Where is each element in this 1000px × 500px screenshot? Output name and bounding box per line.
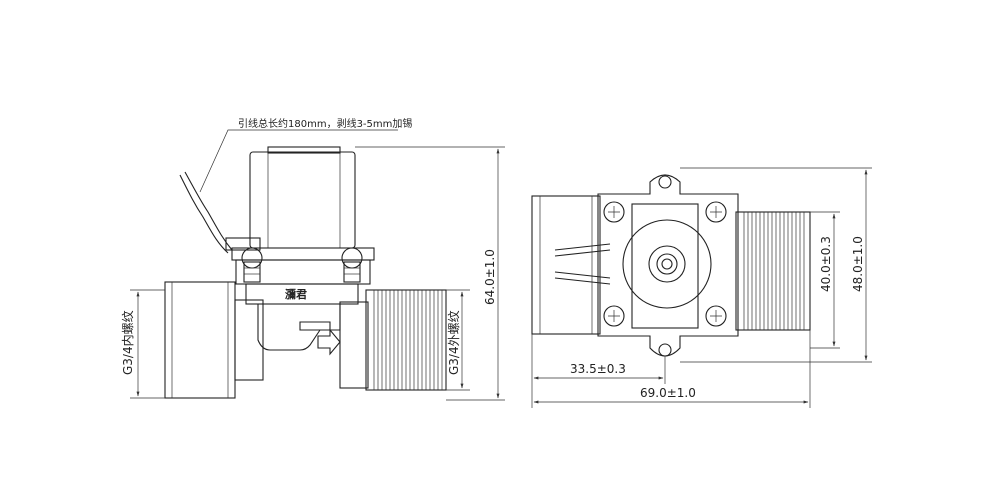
top-horizontal-dims bbox=[531, 330, 811, 408]
width-outer-dim-label: 48.0±1.0 bbox=[851, 236, 865, 292]
top-left-port bbox=[531, 195, 601, 335]
flow-arrow-icon bbox=[317, 328, 341, 356]
right-port bbox=[339, 289, 447, 391]
mounting-plate bbox=[231, 247, 375, 305]
side-view: 引线总长约180mm，剥线3-5mm加锡 瀰君 bbox=[121, 117, 505, 401]
top-view: 40.0±0.3 48.0±1.0 33.5±0.3 69.0±1.0 bbox=[531, 167, 872, 408]
left-port-dim bbox=[130, 289, 165, 399]
top-lead-wires bbox=[554, 243, 611, 285]
solenoid-coil bbox=[249, 146, 356, 249]
valve-body bbox=[257, 304, 341, 356]
lead-wire-note: 引线总长约180mm，剥线3-5mm加锡 bbox=[238, 117, 412, 130]
note-leader bbox=[199, 129, 398, 193]
right-port-label: G3/4外螺纹 bbox=[447, 310, 461, 375]
corner-screws bbox=[603, 201, 727, 327]
height-dim bbox=[355, 146, 505, 401]
lead-wires bbox=[179, 171, 261, 254]
top-right-port bbox=[735, 211, 811, 331]
right-port-dim bbox=[446, 289, 470, 391]
width-inner-dim-label: 40.0±0.3 bbox=[819, 236, 833, 292]
left-port bbox=[164, 281, 264, 399]
length-dim-label: 69.0±1.0 bbox=[640, 386, 696, 400]
top-vertical-dims bbox=[680, 167, 872, 363]
height-dim-label: 64.0±1.0 bbox=[483, 249, 497, 305]
top-coil bbox=[622, 203, 712, 329]
left-port-label: G3/4内螺纹 bbox=[121, 310, 135, 375]
brand-label: 瀰君 bbox=[285, 287, 307, 301]
offset-dim-label: 33.5±0.3 bbox=[570, 362, 626, 376]
